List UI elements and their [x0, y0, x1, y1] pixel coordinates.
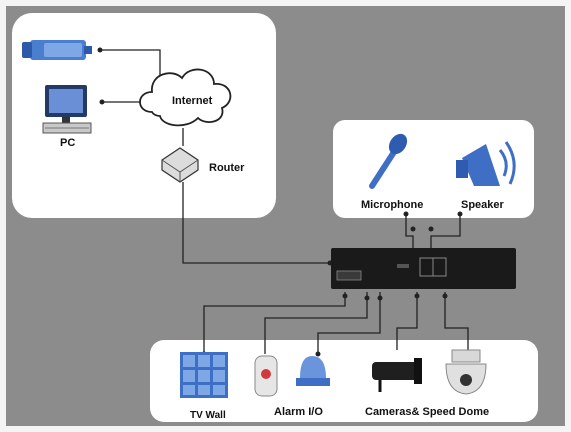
- line-router-dvr: [182, 182, 330, 264]
- camera-remote-icon: [22, 40, 92, 60]
- line-speaker-dvr: [430, 214, 461, 248]
- alarm-io-label: Alarm I/O: [274, 406, 323, 418]
- pc-icon: [42, 85, 92, 134]
- cloud-icon: [139, 68, 232, 127]
- tv-wall-icon: [180, 352, 228, 398]
- router-label: Router: [209, 162, 245, 174]
- dvr-device-icon: [331, 248, 516, 289]
- audio-panel: [333, 120, 534, 218]
- speed-dome-icon: [445, 349, 487, 395]
- remote-access-panel: [12, 13, 276, 218]
- line-microphone-dvr: [405, 214, 414, 248]
- line-dvr-camera: [396, 292, 418, 350]
- speaker-label: Speaker: [461, 199, 505, 211]
- alarm-siren-icon: [296, 356, 330, 386]
- tv-wall-label: TV Wall: [190, 410, 226, 421]
- pc-label: PC: [60, 137, 75, 149]
- speaker-icon: [456, 141, 516, 186]
- line-dvr-alarm: [264, 292, 368, 354]
- connector-dots: [97, 47, 463, 357]
- line-dvr-alarm2: [317, 292, 381, 354]
- microphone-icon: [369, 133, 408, 189]
- internet-label: Internet: [172, 95, 213, 107]
- cameras-label: Cameras& Speed Dome: [365, 406, 489, 418]
- line-dvr-tvwall: [203, 292, 346, 352]
- microphone-label: Microphone: [361, 199, 423, 211]
- alarm-sensor-icon: [254, 355, 278, 397]
- bullet-camera-icon: [372, 358, 422, 392]
- line-dvr-dome: [444, 292, 469, 350]
- connection-lines: [100, 49, 469, 354]
- peripherals-panel: [150, 340, 538, 422]
- router-icon: [161, 147, 199, 183]
